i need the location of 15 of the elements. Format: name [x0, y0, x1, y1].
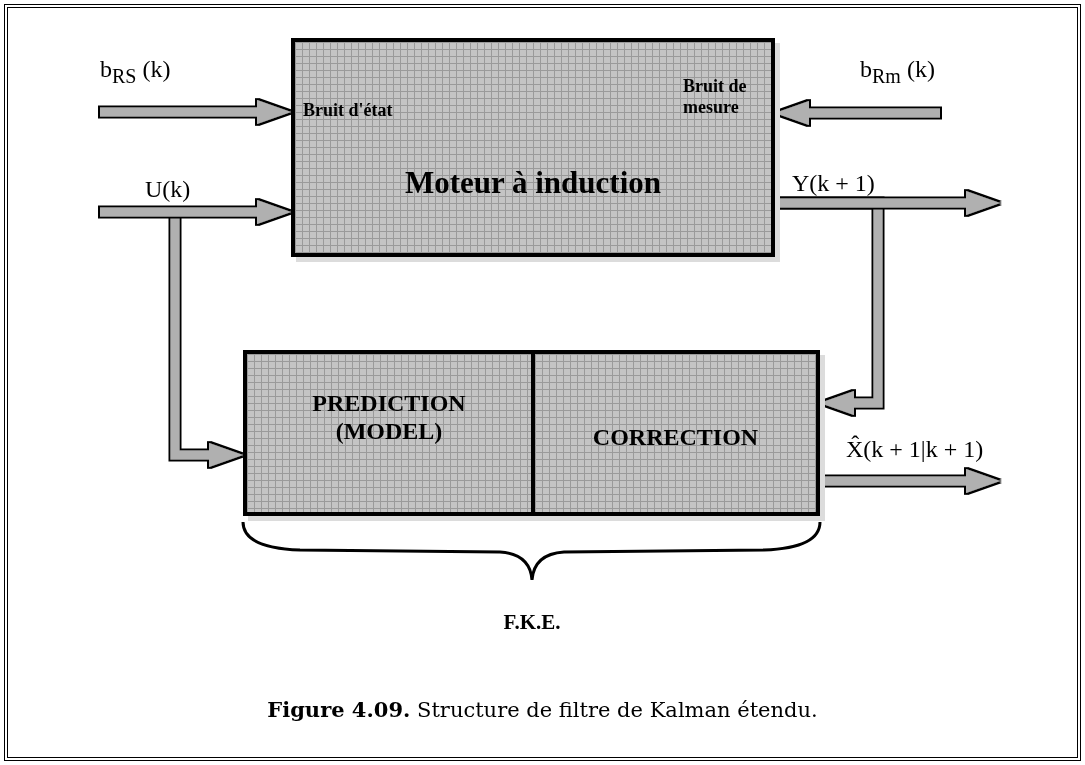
block-label: Bruit d'état	[303, 100, 393, 121]
block-label: PREDICTION (MODEL)	[311, 390, 467, 446]
signal-label: b$_{RS}$ (k)	[100, 56, 171, 88]
block-arrow	[100, 200, 291, 224]
signal-label: U(k)	[145, 176, 191, 203]
group-label: F.K.E.	[502, 610, 562, 635]
signal-label: X̂(k + 1|k + 1)	[846, 436, 984, 463]
block-arrow	[170, 218, 243, 467]
signal-label: b$_{Rm}$ (k)	[860, 56, 935, 88]
block-label: CORRECTION	[591, 424, 760, 452]
block-arrow	[100, 100, 291, 124]
block-label: Bruit de mesure	[683, 76, 748, 118]
figure-caption: Figure 4.09. Structure de filtre de Kalman étendu.	[266, 697, 819, 722]
signal-label: Y(k + 1)	[792, 170, 875, 197]
block-label: Moteur à induction	[403, 165, 663, 201]
